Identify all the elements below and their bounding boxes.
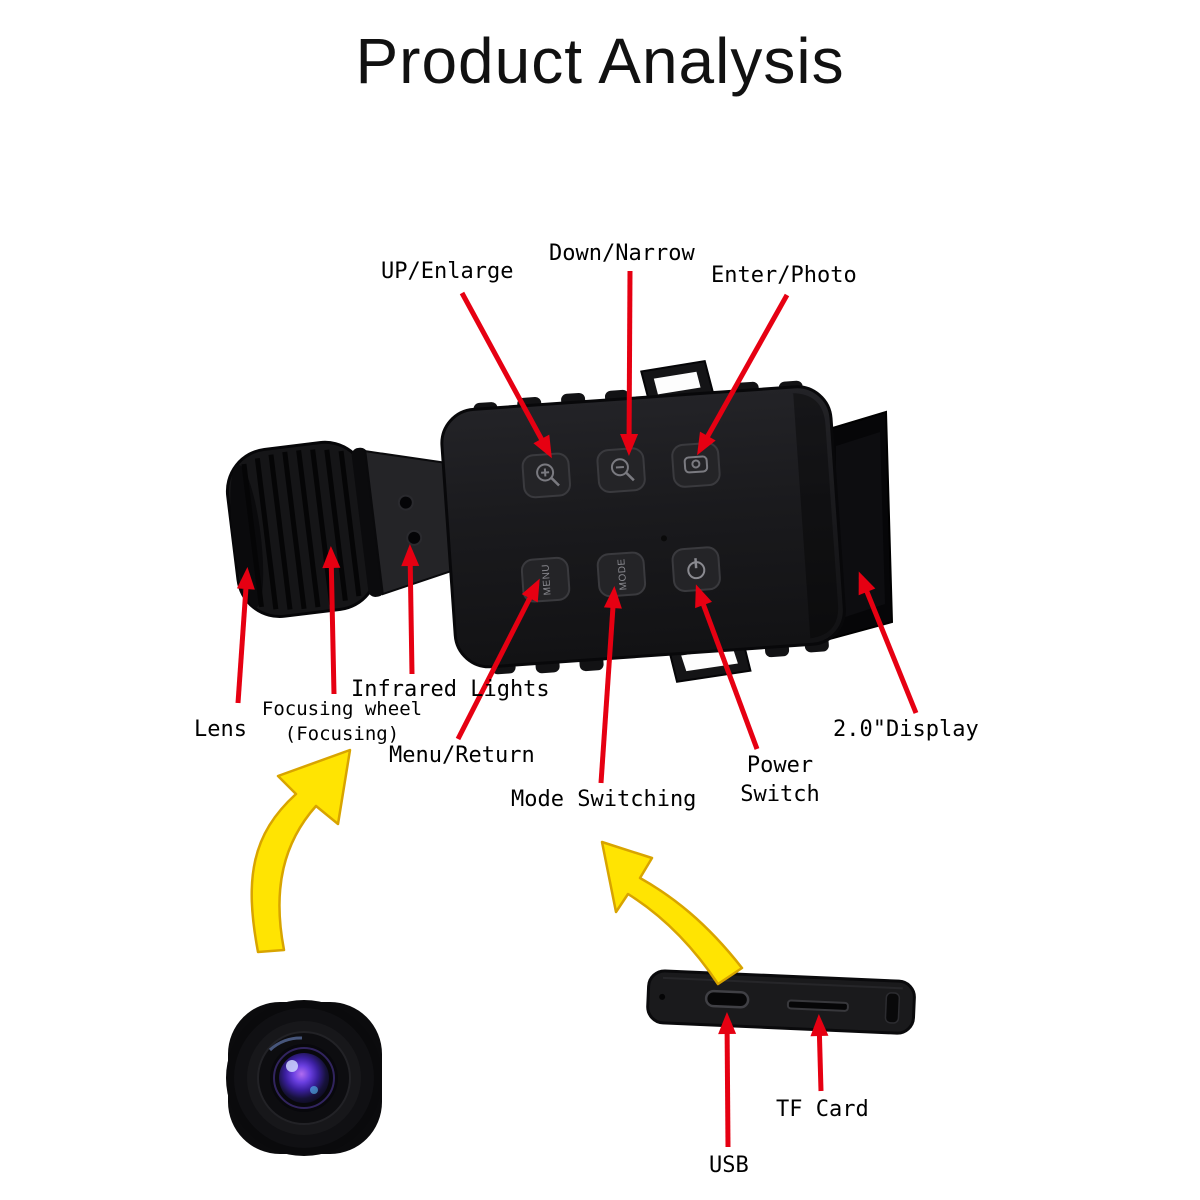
button-row-bottom: MENU MODE [520,546,721,603]
callout-lines [235,270,919,1148]
device-body-group: MENU MODE [440,359,846,683]
device-illustration: MENU MODE [225,359,894,683]
callout-power-switch [695,584,760,750]
callout-tf-card [810,1014,829,1092]
menu-button-text: MENU [540,564,553,596]
callout-usb [718,1012,737,1148]
callout-infrared [401,544,420,675]
focusing-wheel-ring [351,447,385,597]
zoom-in-icon [536,463,555,482]
callout-focusing-wheel [322,546,341,695]
infrared-light-2 [406,529,423,546]
lens-barrel [225,440,470,619]
mic-hole [660,535,667,542]
callout-menu-return [455,578,540,741]
callout-enter-photo [697,293,790,456]
mode-button-text: MODE [616,558,629,591]
label-focusing-wheel: Focusing wheel (Focusing) [261,698,423,745]
device-body [440,385,846,669]
label-up-enlarge: UP/Enlarge [381,259,514,284]
button-power-switch [671,546,721,592]
label-lens: Lens [194,717,247,742]
label-infrared-lights: Infrared Lights [351,677,550,702]
strap-loop-top-hole [653,371,701,395]
page-title: Product Analysis [355,25,845,97]
usb-port [704,989,750,1009]
label-power-switch: Power Switch [740,753,820,807]
tf-card-slot [786,999,849,1012]
zoom-out-icon [610,458,629,477]
button-enter-photo [671,442,721,488]
infrared-light-1 [397,494,414,511]
label-mode-switching: Mode Switching [511,787,697,812]
body-right-shade [791,392,839,639]
label-menu-return: Menu/Return [389,743,535,768]
lens-highlight [286,1060,298,1072]
lens-closeup-photo [226,1000,382,1156]
camera-icon [683,455,709,474]
side-notch [884,992,901,1024]
label-enter-photo: Enter/Photo [711,263,857,288]
button-row-top [521,442,721,499]
callout-mode-switching [598,586,622,784]
callout-down-narrow [620,270,639,456]
button-mode-switching [596,551,647,598]
label-down-narrow: Down/Narrow [549,241,695,266]
reset-hole [659,993,666,1000]
label-tf-card: TF Card [776,1097,869,1122]
label-display: 2.0"Display [833,717,979,742]
label-usb: USB [709,1153,749,1178]
button-down-narrow [596,447,646,493]
callout-up-enlarge [459,291,552,459]
callout-display [858,571,919,714]
grip-ribs [241,449,362,610]
yellow-arrow-to-lens-label [250,748,352,954]
lens-glass [279,1053,329,1103]
device-bottom-view [646,969,916,1035]
yellow-arrows [250,748,744,986]
callout-lens [235,567,255,704]
yellow-arrow-to-mode-label [600,840,744,986]
